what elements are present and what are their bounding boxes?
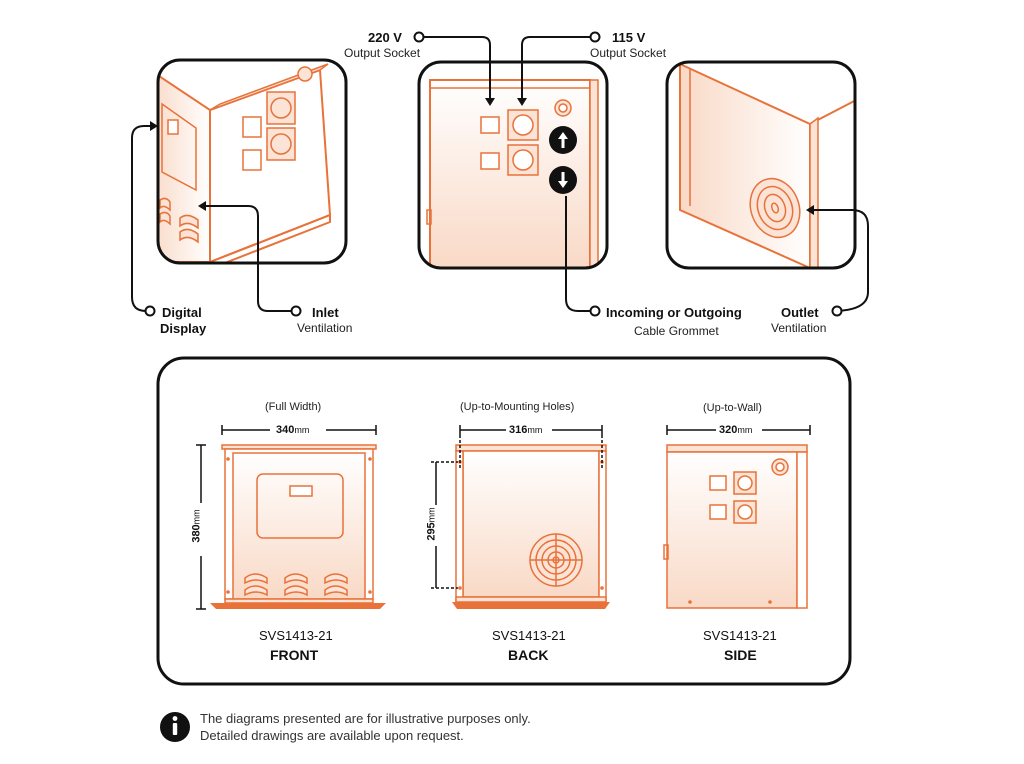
callout-grommet-title: Incoming or Outgoing — [606, 305, 742, 320]
callout-220v-desc: Output Socket — [344, 46, 421, 60]
back-model: SVS1413-21 — [492, 628, 566, 643]
socket-icons-angled — [242, 66, 313, 171]
fan-grille-icon — [749, 177, 801, 239]
callout-digital-display-line1: Digital — [162, 305, 202, 320]
front-view-title: FRONT — [270, 647, 319, 663]
front-dimension-lines — [196, 425, 377, 610]
callout-outlet-desc: Ventilation — [771, 321, 827, 335]
info-icon — [160, 712, 190, 742]
back-caption: (Up-to-Mounting Holes) — [460, 401, 575, 413]
leader-arrowheads — [150, 98, 814, 215]
back-view-drawing — [452, 444, 610, 609]
disclaimer-note: The diagrams presented are for illustrat… — [200, 710, 531, 744]
front-caption: (Full Width) — [265, 401, 322, 413]
detail-panel-side — [665, 60, 857, 270]
callout-inlet-title: Inlet — [312, 305, 339, 320]
back-width-label: 316mm — [509, 424, 543, 436]
socket-icons — [480, 99, 572, 176]
back-view-title: BACK — [508, 647, 549, 663]
back-height-label: 295mm — [425, 507, 438, 541]
callout-inlet-desc: Ventilation — [297, 321, 353, 335]
callout-220v-value: 220 V — [368, 30, 402, 45]
dimensions-panel — [156, 356, 852, 686]
callout-digital-display-line2: Display — [160, 321, 207, 336]
back-dimension-lines — [431, 425, 603, 589]
side-model: SVS1413-21 — [703, 628, 777, 643]
grommet-up-arrow-icon — [549, 126, 577, 154]
disclaimer-line-1: The diagrams presented are for illustrat… — [200, 711, 531, 726]
grille-slots-icon — [159, 197, 199, 244]
detail-panel-front — [156, 58, 348, 265]
leader-lines — [131, 36, 869, 312]
front-width-label: 340mm — [276, 424, 310, 436]
callout-115v-value: 115 V — [612, 30, 646, 45]
callout-115v-desc: Output Socket — [590, 46, 667, 60]
side-caption: (Up-to-Wall) — [703, 402, 762, 414]
callout-outlet-title: Outlet — [781, 305, 819, 320]
side-view-title: SIDE — [724, 647, 757, 663]
back-fan-grille-icon — [529, 533, 583, 587]
front-height-label: 380mm — [190, 509, 203, 543]
side-view-drawing — [663, 444, 808, 609]
disclaimer-line-2: Detailed drawings are available upon req… — [200, 728, 464, 743]
leader-endpoints — [144, 31, 843, 317]
detail-panel-back — [417, 60, 609, 270]
callout-grommet-desc: Cable Grommet — [634, 324, 719, 338]
front-view-drawing — [210, 444, 386, 609]
grommet-down-arrow-icon — [549, 166, 577, 194]
front-model: SVS1413-21 — [259, 628, 333, 643]
side-dimension-lines — [666, 425, 811, 435]
side-width-label: 320mm — [719, 424, 753, 436]
